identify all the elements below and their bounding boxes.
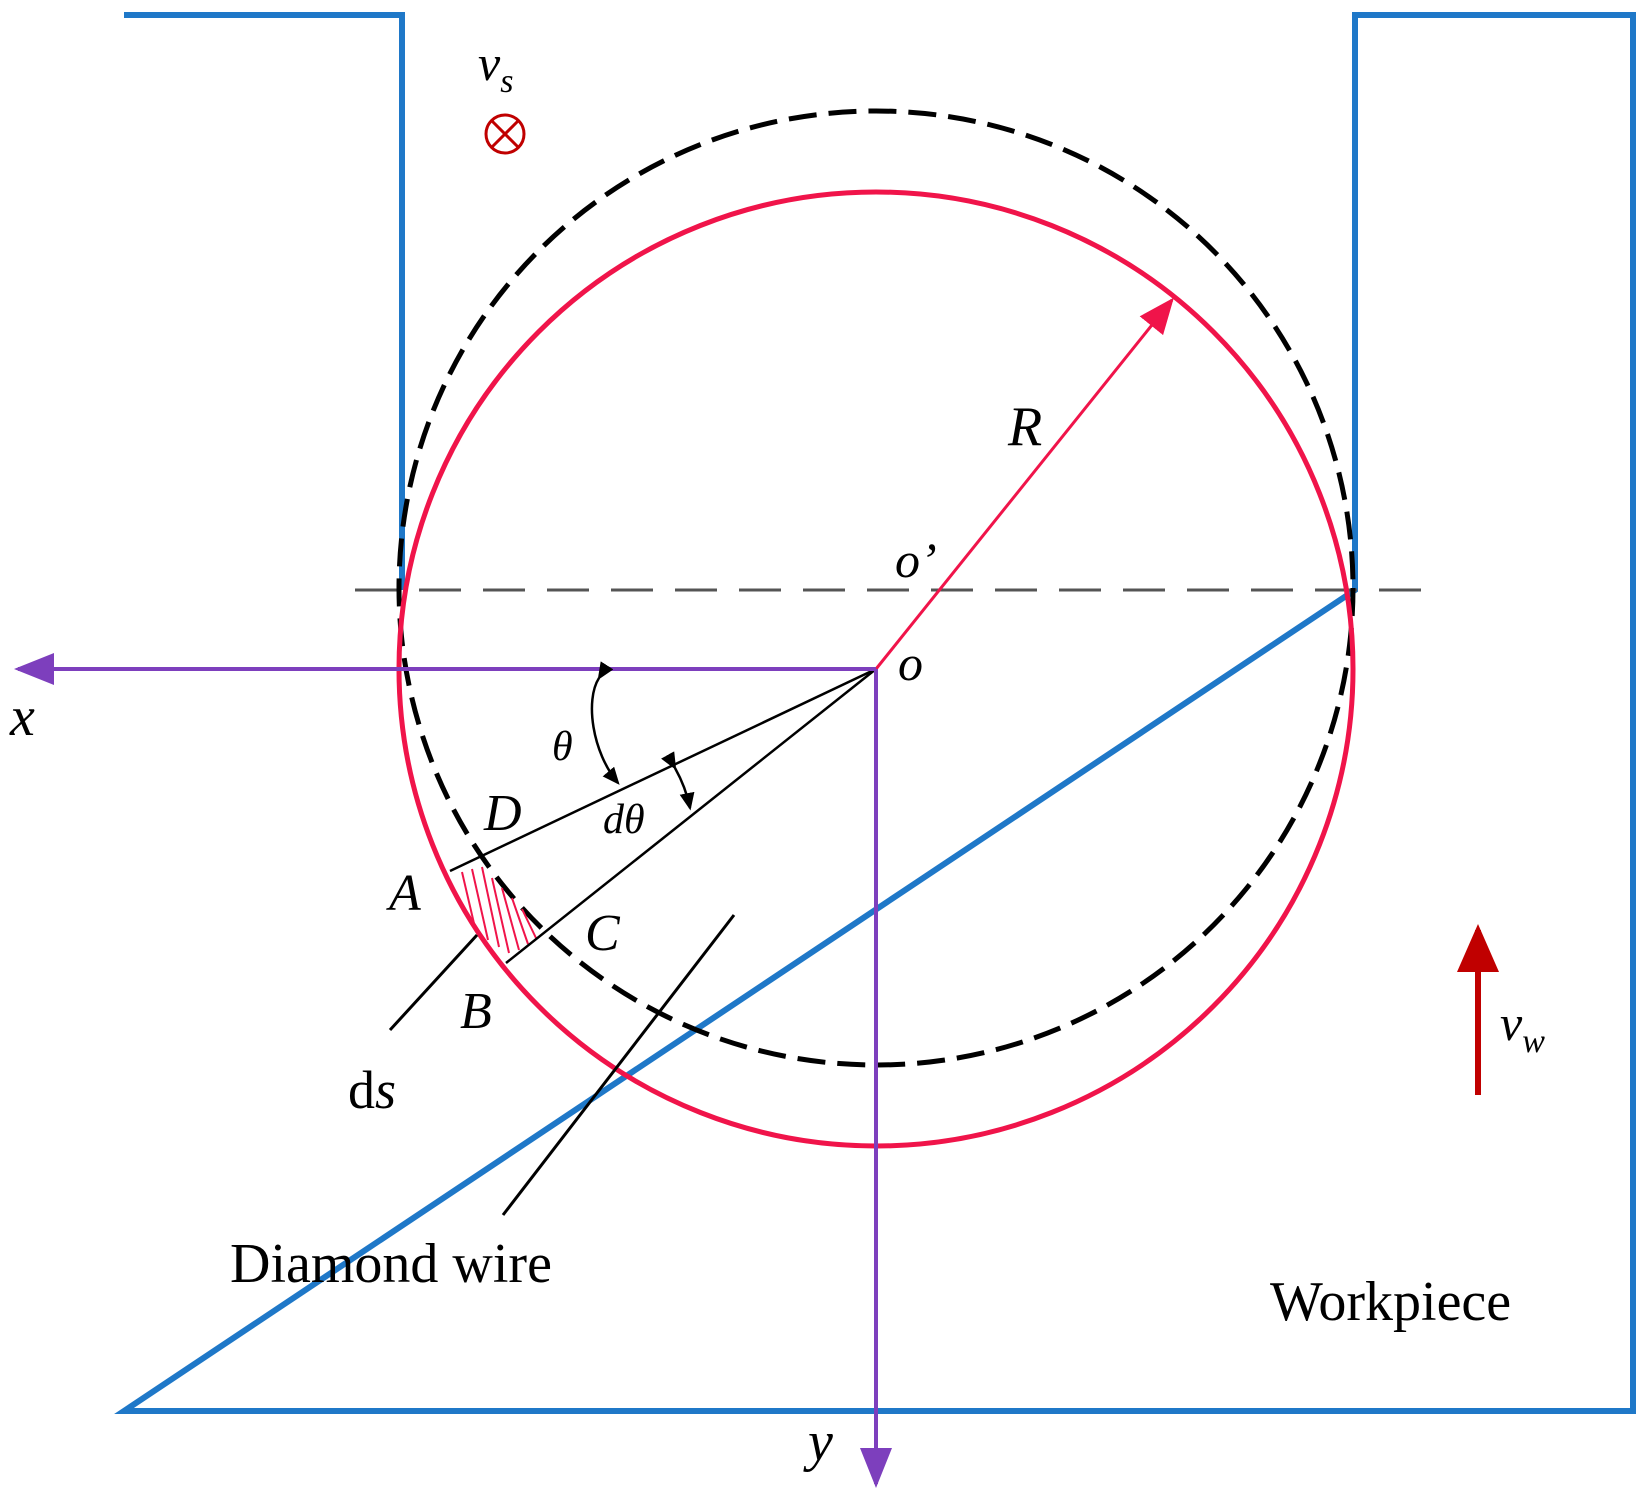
label-R: R	[1007, 396, 1042, 458]
label-vw: vw	[1500, 995, 1545, 1060]
label-o-prime: o’	[895, 532, 937, 588]
label-A: A	[386, 865, 421, 922]
dtheta-arc	[661, 751, 695, 811]
label-vs: vs	[478, 35, 513, 100]
label-D: D	[483, 785, 522, 842]
ds-leader-line	[388, 933, 479, 1032]
label-C: C	[585, 905, 621, 962]
label-diamond-wire: Diamond wire	[230, 1233, 552, 1295]
radial-line-ob	[505, 668, 877, 964]
diamond-wire-leader-line	[501, 914, 736, 1216]
label-dtheta: dθ	[603, 797, 645, 843]
label-ds: ds	[348, 1060, 396, 1120]
label-theta: θ	[552, 724, 573, 770]
theta-arc	[590, 661, 620, 785]
hatched-region-ds	[461, 866, 537, 954]
label-o: o	[898, 635, 923, 691]
label-B: B	[460, 983, 492, 1040]
label-y-axis: y	[803, 1411, 833, 1473]
radius-arrow	[874, 297, 1174, 670]
label-x-axis: x	[9, 686, 35, 748]
vs-into-page-icon	[484, 113, 526, 155]
workpiece-outline	[114, 12, 1636, 1414]
label-workpiece: Workpiece	[1270, 1271, 1511, 1333]
dashed-circle	[396, 108, 1356, 1068]
